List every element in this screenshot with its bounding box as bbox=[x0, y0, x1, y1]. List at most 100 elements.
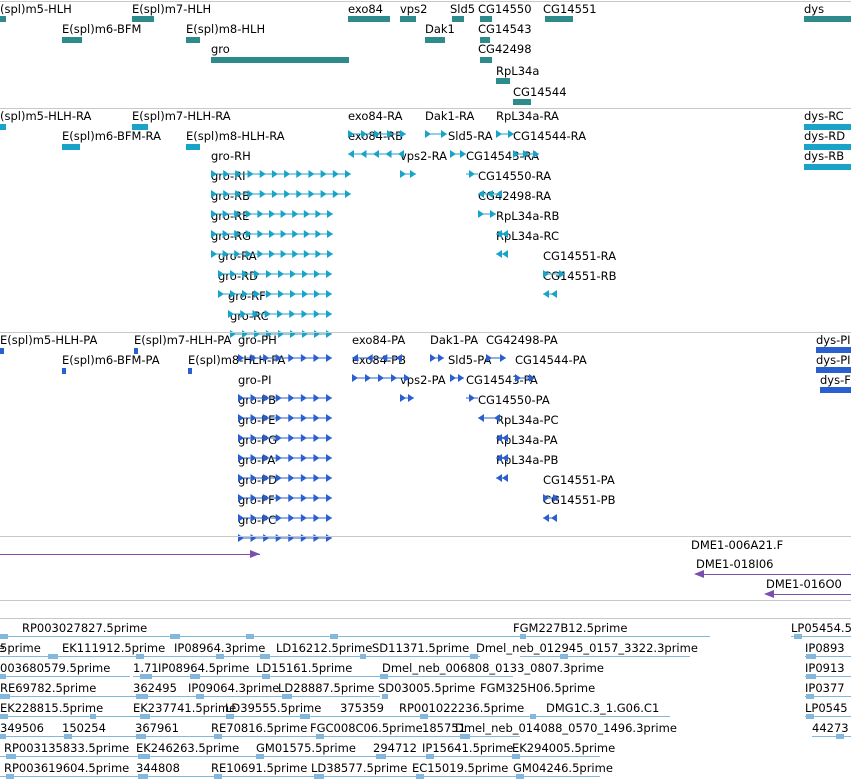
transcript-glyph[interactable] bbox=[0, 124, 6, 130]
est-label[interactable]: FGM325H06.5prime bbox=[480, 681, 596, 695]
transcript-label[interactable]: CG14550-RA bbox=[478, 169, 552, 183]
protein-label[interactable]: E(spl)m7-HLH-PA bbox=[134, 333, 232, 347]
feature-glyph[interactable] bbox=[238, 387, 332, 402]
feature-glyph[interactable] bbox=[496, 243, 508, 258]
est-glyph[interactable] bbox=[794, 634, 802, 639]
transcript-glyph[interactable] bbox=[62, 144, 80, 150]
est-label[interactable]: 349506 bbox=[0, 721, 44, 735]
protein-label[interactable]: E(spl)m8-HLH-PA bbox=[188, 353, 286, 367]
gene-glyph[interactable] bbox=[211, 57, 349, 63]
feature-glyph[interactable] bbox=[496, 123, 514, 138]
est-glyph[interactable] bbox=[806, 694, 814, 699]
protein-label[interactable]: Sld5-PA bbox=[448, 353, 492, 367]
gene-label[interactable]: Dak1 bbox=[425, 22, 455, 36]
est-label[interactable]: IP08964.3prime bbox=[174, 641, 266, 655]
est-alignment[interactable] bbox=[0, 716, 670, 717]
feature-glyph[interactable] bbox=[352, 347, 402, 362]
est-glyph[interactable] bbox=[512, 754, 520, 759]
est-alignment[interactable] bbox=[0, 656, 480, 657]
gene-glyph[interactable] bbox=[452, 16, 464, 22]
feature-glyph[interactable] bbox=[211, 203, 333, 218]
protein-label[interactable]: CG14550-PA bbox=[478, 393, 550, 407]
gene-label[interactable]: CG14544 bbox=[513, 85, 567, 99]
est-label[interactable]: FGM227B12.5prime bbox=[513, 621, 628, 635]
feature-glyph[interactable] bbox=[400, 163, 416, 178]
est-glyph[interactable] bbox=[6, 774, 14, 779]
protein-label[interactable]: CG14551-PB bbox=[543, 493, 616, 507]
clone-alignment[interactable] bbox=[0, 554, 260, 555]
protein-glyph[interactable] bbox=[820, 387, 851, 393]
gene-glyph[interactable] bbox=[480, 16, 492, 22]
feature-glyph[interactable] bbox=[211, 163, 351, 178]
transcript-label[interactable]: gro-RD bbox=[218, 269, 259, 283]
est-label[interactable]: 150254 bbox=[62, 721, 106, 735]
est-label[interactable]: RE70816.5prime bbox=[211, 721, 308, 735]
protein-label[interactable]: exo84-PA bbox=[352, 333, 406, 347]
protein-label[interactable]: exo84-PB bbox=[352, 353, 406, 367]
est-label[interactable]: LP0545 bbox=[805, 701, 848, 715]
est-label[interactable]: RE10691.5prime bbox=[211, 761, 308, 775]
feature-glyph[interactable] bbox=[211, 223, 333, 238]
est-glyph[interactable] bbox=[170, 634, 180, 639]
feature-glyph[interactable] bbox=[218, 263, 332, 278]
clone-label[interactable]: DME1-018I06 bbox=[696, 557, 774, 571]
est-glyph[interactable] bbox=[136, 654, 144, 659]
est-glyph[interactable] bbox=[140, 714, 150, 719]
est-alignment[interactable] bbox=[0, 736, 520, 737]
protein-label[interactable]: vps2-PA bbox=[400, 373, 446, 387]
est-glyph[interactable] bbox=[138, 774, 148, 779]
est-alignment[interactable] bbox=[805, 716, 851, 717]
est-alignment[interactable] bbox=[805, 696, 851, 697]
gene-label[interactable]: CG14543 bbox=[478, 22, 532, 36]
transcript-label[interactable]: exo84-RA bbox=[348, 109, 403, 123]
protein-glyph[interactable] bbox=[188, 368, 192, 374]
est-label[interactable]: IP0893 bbox=[805, 641, 845, 655]
est-label[interactable]: .5prime bbox=[0, 641, 5, 655]
est-label[interactable]: 367961 bbox=[135, 721, 179, 735]
est-label[interactable]: EK246263.5prime bbox=[136, 741, 240, 755]
feature-glyph[interactable] bbox=[348, 123, 406, 138]
est-label[interactable]: Dmel_neb_006808_0133_0807.3prime bbox=[382, 661, 604, 675]
feature-glyph[interactable] bbox=[348, 143, 404, 158]
gene-label[interactable]: CG14551 bbox=[543, 2, 597, 16]
est-label[interactable]: RP001022236.5prime bbox=[399, 701, 525, 715]
gene-glyph[interactable] bbox=[0, 16, 6, 22]
transcript-label[interactable]: gro-RG bbox=[211, 229, 252, 243]
est-glyph[interactable] bbox=[0, 734, 6, 739]
gene-label[interactable]: dys bbox=[804, 2, 825, 16]
est-label[interactable]: RE69782.5prime bbox=[0, 681, 97, 695]
est-label[interactable]: LD38577.5prime bbox=[311, 761, 408, 775]
est-glyph[interactable] bbox=[260, 654, 270, 659]
est-label[interactable]: EC15019.5prime bbox=[412, 761, 509, 775]
gene-glyph[interactable] bbox=[804, 16, 851, 22]
est-label[interactable]: IP08964.5prime bbox=[158, 661, 250, 675]
transcript-glyph[interactable] bbox=[132, 124, 148, 130]
feature-glyph[interactable] bbox=[238, 407, 332, 422]
gene-label[interactable]: E(spl)m7-HLH bbox=[132, 2, 212, 16]
est-glyph[interactable] bbox=[214, 734, 222, 739]
est-label[interactable]: EK237741.5prime bbox=[133, 701, 237, 715]
gene-glyph[interactable] bbox=[513, 99, 531, 105]
est-glyph[interactable] bbox=[216, 654, 224, 659]
est-label[interactable]: RP003619604.5prime bbox=[4, 761, 130, 775]
gene-glyph[interactable] bbox=[480, 37, 490, 43]
feature-glyph[interactable] bbox=[211, 243, 333, 258]
est-glyph[interactable] bbox=[226, 714, 234, 719]
transcript-label[interactable]: dys-RD bbox=[804, 129, 846, 143]
protein-glyph[interactable] bbox=[816, 347, 851, 353]
feature-glyph[interactable] bbox=[515, 367, 535, 382]
protein-label[interactable]: CG14544-PA bbox=[515, 353, 587, 367]
feature-glyph[interactable] bbox=[228, 303, 332, 318]
feature-glyph[interactable] bbox=[496, 223, 508, 238]
feature-glyph[interactable] bbox=[238, 527, 332, 542]
est-label[interactable]: Dmel_neb_012945_0157_3322.3prime bbox=[476, 641, 698, 655]
est-label[interactable]: IP0913 bbox=[805, 661, 845, 675]
clone-alignment[interactable] bbox=[696, 574, 851, 575]
est-label[interactable]: SD11371.5prime bbox=[372, 641, 470, 655]
est-glyph[interactable] bbox=[64, 734, 72, 739]
est-glyph[interactable] bbox=[6, 754, 16, 759]
est-label[interactable]: LD16212.5prime bbox=[276, 641, 373, 655]
est-glyph[interactable] bbox=[836, 734, 844, 739]
est-alignment[interactable] bbox=[520, 636, 710, 637]
transcript-label[interactable]: vps2-RA bbox=[400, 149, 447, 163]
